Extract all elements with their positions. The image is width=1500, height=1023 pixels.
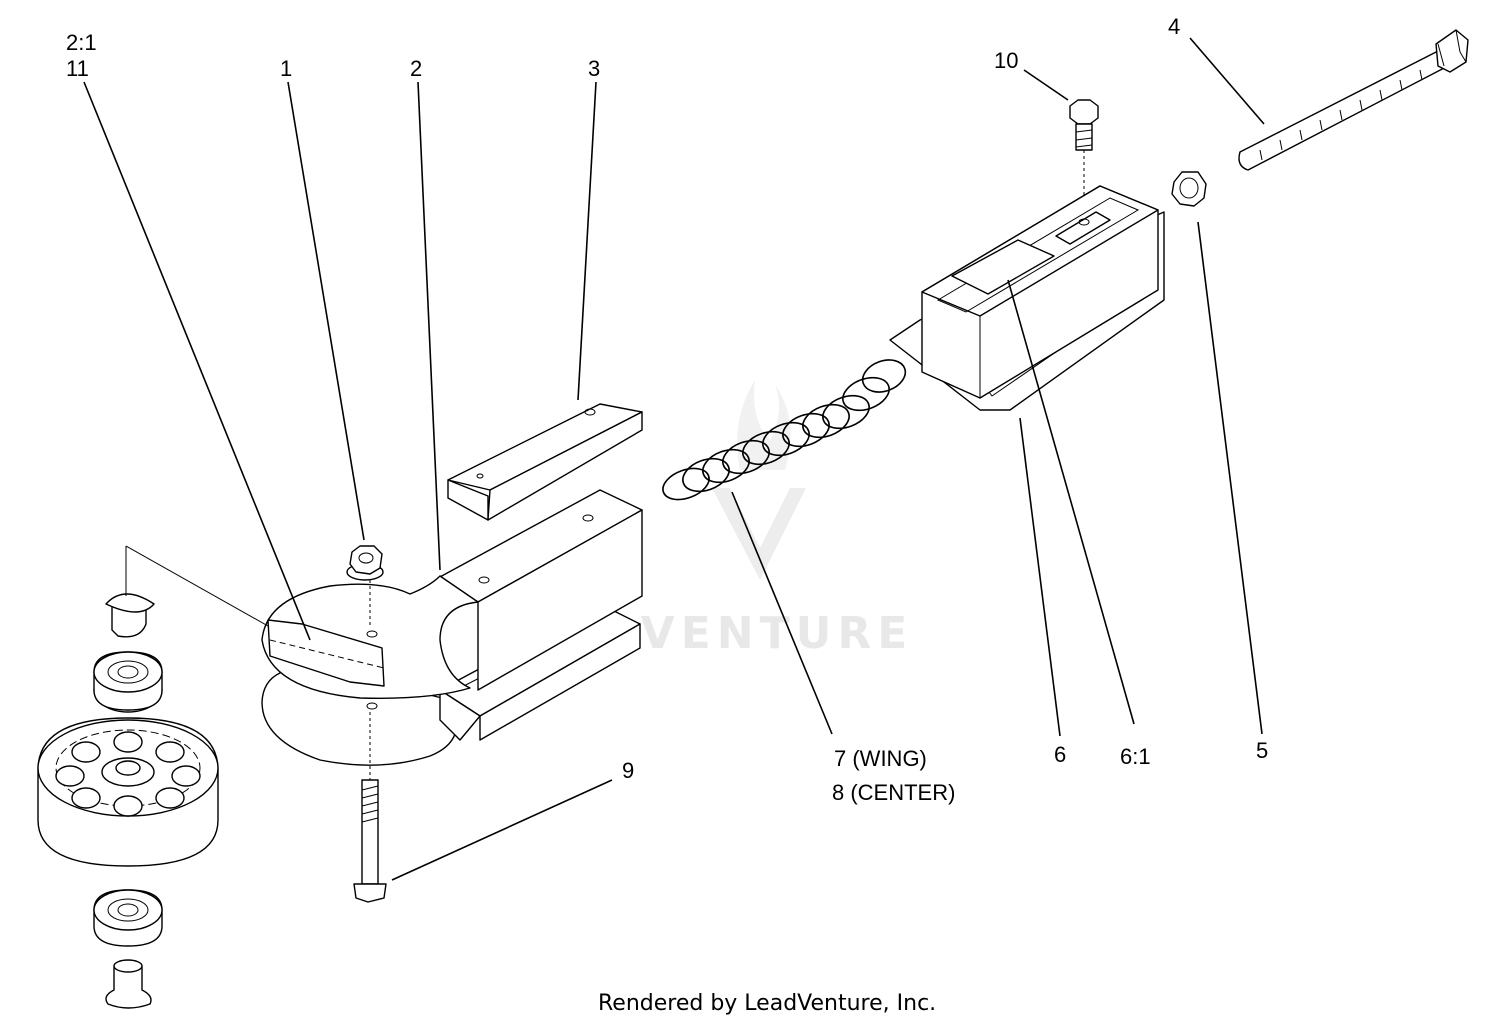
part-6-tension-bracket [889, 185, 1165, 411]
callout-6-1: 6:1 [1120, 744, 1151, 769]
part-1-flange-nut [346, 545, 384, 628]
part-7-8-spring [662, 359, 907, 501]
part-2-pivot-arm [261, 489, 643, 766]
leader-6-1 [1007, 279, 1135, 725]
leader-6 [1019, 417, 1061, 737]
part-9-shoulder-bolt [353, 712, 387, 903]
leader-5 [1197, 221, 1263, 735]
callout-11: 11 [66, 56, 89, 81]
watermark-logo-icon [712, 488, 806, 580]
watermark-flame-icon [737, 380, 791, 470]
callout-2-1: 2:1 [66, 30, 97, 55]
callout-8-center: 8 (CENTER) [832, 780, 955, 805]
part-3-top-channel [447, 403, 643, 521]
leader-2 [417, 81, 441, 571]
callout-6: 6 [1054, 742, 1066, 767]
callout-1: 1 [280, 56, 292, 81]
leader-1 [287, 81, 365, 541]
leader-10 [1023, 69, 1069, 101]
leader-7-8 [731, 491, 833, 735]
part-5-nut [1171, 171, 1207, 207]
callouts: 2:1 11 1 2 3 10 4 5 6 6:1 7 (WING) 8 (CE… [66, 14, 1268, 805]
leader-4 [1189, 37, 1265, 125]
callout-10: 10 [994, 48, 1018, 73]
leader-3 [577, 81, 597, 401]
pulley-assembly [37, 545, 269, 1009]
callout-4: 4 [1168, 14, 1180, 39]
callout-5: 5 [1256, 738, 1268, 763]
callout-9: 9 [622, 758, 634, 783]
part-4-long-bolt [1238, 29, 1469, 171]
footer-credit: Rendered by LeadVenture, Inc. [598, 991, 936, 1016]
callout-3: 3 [588, 56, 600, 81]
part-10-small-bolt [1069, 99, 1099, 218]
leader-11 [83, 81, 311, 641]
callout-7-wing: 7 (WING) [834, 746, 927, 771]
leader-lines [83, 37, 1265, 881]
callout-2: 2 [410, 56, 422, 81]
leader-9 [391, 779, 613, 881]
